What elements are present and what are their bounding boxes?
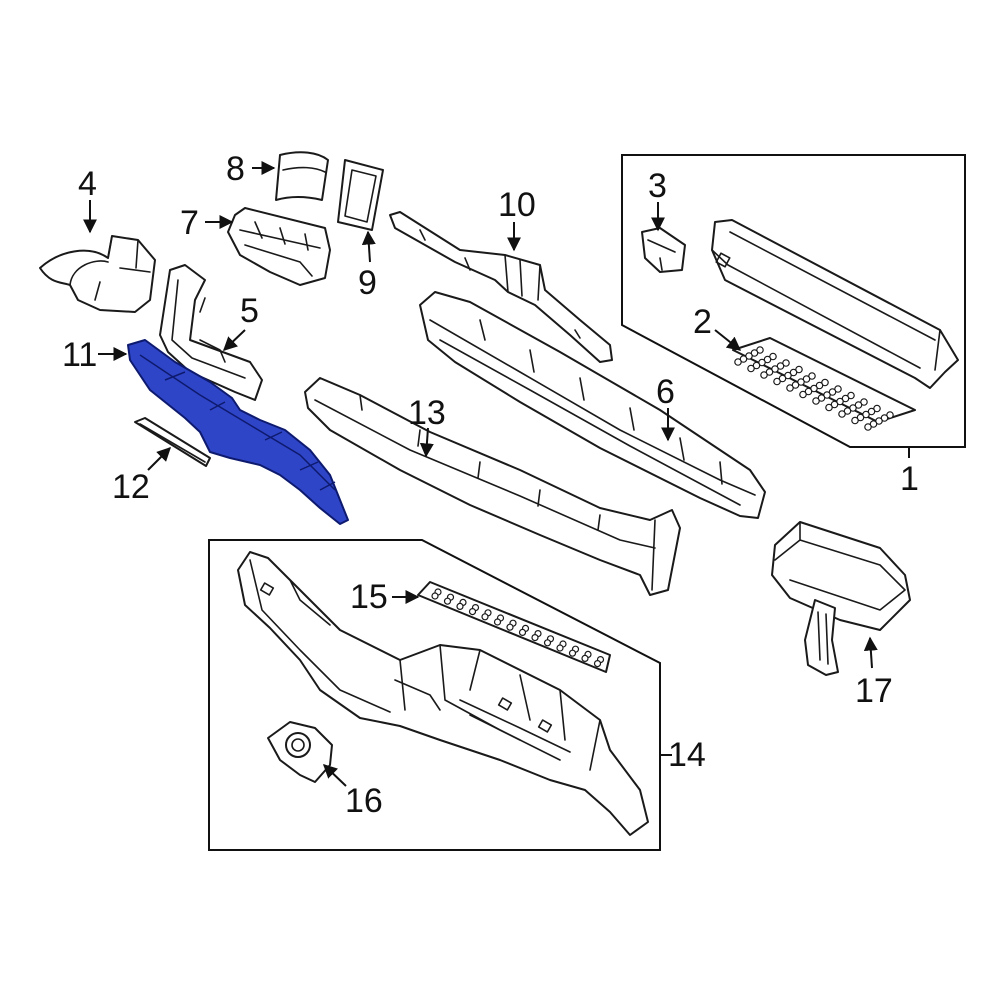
mesh-hole: [431, 592, 439, 600]
strip-holes: [431, 588, 605, 668]
mesh-hole: [734, 358, 742, 366]
part-2-grille[interactable]: [732, 337, 916, 431]
grille-holes: [734, 346, 894, 431]
part-8-trim-cover[interactable]: [275, 151, 329, 201]
mesh-hole: [581, 654, 589, 663]
mesh-hole: [760, 371, 768, 379]
part-1-housing[interactable]: [711, 219, 959, 389]
mesh-hole: [851, 416, 859, 425]
callout-15: 15: [350, 578, 388, 616]
leader-lines: [83, 161, 910, 787]
callout-1: 1: [900, 460, 919, 498]
callout-5: 5: [240, 292, 259, 330]
part-13-crossmember[interactable]: [304, 377, 681, 596]
callout-8: 8: [226, 150, 245, 188]
mesh-hole: [493, 618, 502, 626]
part-4-column-shroud[interactable]: [39, 235, 156, 313]
callout-labels: 1 2 3 4 5 6 7 8 9 10 11 12 13 14 15 16 1…: [62, 150, 919, 820]
mesh-hole: [468, 607, 477, 616]
part-6-dash-beam[interactable]: [419, 291, 766, 519]
callout-9: 9: [358, 264, 377, 302]
callout-12: 12: [112, 468, 150, 506]
part-14-carrier[interactable]: [237, 551, 649, 836]
mesh-hole: [773, 377, 781, 386]
mesh-hole: [799, 390, 807, 399]
part-15-mesh-strip[interactable]: [417, 581, 611, 673]
mesh-hole: [543, 639, 552, 647]
mesh-hole: [838, 410, 846, 418]
callout-6: 6: [656, 373, 675, 411]
mesh-hole: [812, 397, 820, 405]
part-3-clip[interactable]: [641, 227, 686, 273]
callout-11: 11: [62, 336, 97, 374]
group-box-14: [208, 539, 661, 851]
mesh-hole: [786, 384, 794, 392]
callout-13: 13: [408, 394, 446, 432]
mesh-hole: [556, 644, 564, 652]
part-17-airbag-module[interactable]: [771, 521, 911, 676]
part-7-control-module[interactable]: [227, 207, 331, 286]
part-5-bracket[interactable]: [159, 264, 263, 401]
mesh-hole: [864, 423, 872, 431]
callout-17: 17: [855, 672, 893, 710]
callout-2: 2: [693, 303, 712, 341]
mesh-hole: [506, 623, 514, 631]
part-16-switch-housing[interactable]: [267, 721, 333, 783]
callout-4: 4: [78, 165, 97, 203]
part-10-reinforcement[interactable]: [389, 211, 613, 363]
part-11-highlighted-trim[interactable]: [127, 339, 349, 525]
callout-3: 3: [648, 167, 667, 205]
mesh-hole: [747, 364, 755, 373]
callout-7: 7: [180, 204, 199, 242]
mesh-hole: [531, 633, 539, 642]
part-12-trim-strip[interactable]: [134, 417, 211, 467]
callout-16: 16: [345, 782, 383, 820]
mesh-hole: [518, 628, 527, 637]
group-box-1: [621, 154, 966, 448]
mesh-hole: [456, 602, 464, 611]
mesh-hole: [568, 649, 577, 657]
mesh-hole: [825, 403, 833, 412]
callout-10: 10: [498, 186, 536, 224]
callout-14: 14: [668, 736, 706, 774]
mesh-hole: [593, 659, 602, 668]
mesh-hole: [443, 597, 452, 605]
part-9-bezel[interactable]: [337, 159, 384, 231]
mesh-hole: [481, 613, 489, 621]
